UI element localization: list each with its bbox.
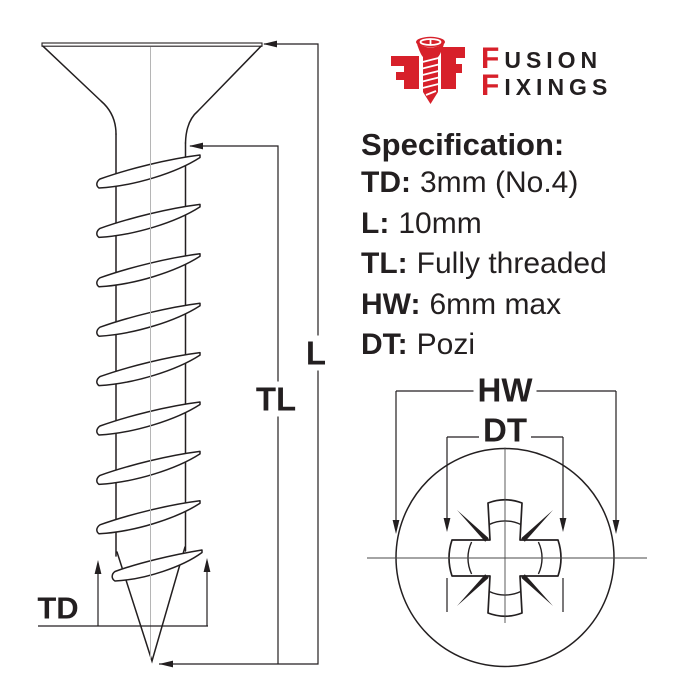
thread-turn xyxy=(96,351,201,387)
dim-label-drive-type: DT xyxy=(479,412,531,448)
screw-head-top-view xyxy=(367,390,647,668)
dimension-L xyxy=(159,40,319,668)
spec-value: Fully threaded xyxy=(416,247,607,281)
screw-head-left-profile xyxy=(42,45,117,135)
brand-initial: F xyxy=(481,69,505,102)
specification-list: TD:3mm (No.4) L:10mm TL:Fully threaded H… xyxy=(361,163,607,366)
arrowhead-down-icon xyxy=(392,520,400,534)
thread-turn xyxy=(96,203,201,239)
pozi-tick-ne xyxy=(521,510,553,542)
spec-label: TD: xyxy=(361,166,411,199)
pozi-tick-sw xyxy=(457,574,489,606)
dim-label-thread-length: TL xyxy=(251,381,301,417)
spec-item-tl: TL:Fully threaded xyxy=(361,244,607,285)
brand-rest: IXINGS xyxy=(504,74,613,100)
brand-word-fixings: FIXINGS xyxy=(481,71,612,101)
thread-turn xyxy=(96,500,201,535)
arrowhead-left-icon xyxy=(263,40,277,48)
arrowhead-up-icon xyxy=(203,558,211,572)
spec-item-td: TD:3mm (No.4) xyxy=(361,163,607,204)
logo-screw-body xyxy=(417,44,444,104)
spec-item-hw: HW:6mm max xyxy=(361,285,607,326)
specification-heading: Specification: xyxy=(361,127,565,162)
screw-thread xyxy=(96,154,203,582)
thread-turn-last xyxy=(111,549,203,582)
thread-turn xyxy=(96,302,201,337)
screw-head-top-edge xyxy=(41,42,263,47)
thread-turn xyxy=(96,401,201,436)
thread-turn xyxy=(96,253,201,288)
thread-turn xyxy=(96,450,201,486)
spec-item-l: L:10mm xyxy=(361,204,607,245)
spec-label: DT: xyxy=(361,328,408,362)
spec-item-dt: DT:Pozi xyxy=(361,325,607,366)
spec-value: 6mm max xyxy=(429,287,562,321)
spec-value: Pozi xyxy=(416,328,476,362)
spec-value: 10mm xyxy=(398,206,482,240)
brand-rest: USION xyxy=(504,47,603,73)
spec-label: TL: xyxy=(361,247,408,281)
brand-initial: F xyxy=(481,42,505,75)
dim-label-length: L xyxy=(301,335,331,371)
screw-head-right-profile xyxy=(184,45,262,144)
pozi-tick-se xyxy=(521,574,553,606)
dimension-DT xyxy=(443,436,567,612)
logo-mirrored-f xyxy=(391,56,419,89)
arrowhead-down-icon xyxy=(612,520,620,534)
arrowhead-down-icon xyxy=(559,518,567,532)
arrowhead-up-icon xyxy=(94,560,102,574)
dimension-TL xyxy=(189,142,279,664)
logo-f xyxy=(441,47,465,89)
spec-label: L: xyxy=(361,206,390,240)
arrowhead-left-icon xyxy=(159,660,173,668)
dimension-TD xyxy=(38,558,211,627)
dim-label-head-width: HW xyxy=(473,372,537,408)
pozi-tick-nw xyxy=(457,510,489,542)
arrowhead-left-icon xyxy=(189,142,203,150)
dim-label-thread-diameter: TD xyxy=(33,591,83,625)
spec-value: 3mm (No.4) xyxy=(419,166,579,199)
spec-label: HW: xyxy=(361,287,421,321)
fusion-fixings-screw-logo-icon xyxy=(391,36,465,104)
screw-tip xyxy=(116,546,186,664)
screw-side-view xyxy=(41,42,263,664)
brand-word-fusion: FUSION xyxy=(481,44,602,74)
thread-turn xyxy=(96,154,201,189)
logo-screw-thread-lines xyxy=(422,57,439,96)
arrowhead-down-icon xyxy=(443,518,451,532)
